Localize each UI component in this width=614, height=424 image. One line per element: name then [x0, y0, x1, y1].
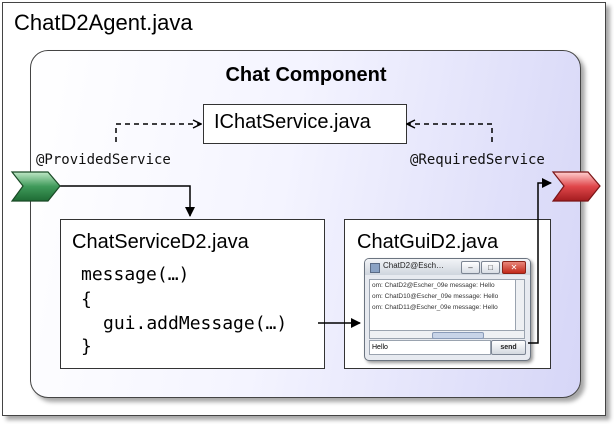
- required-port-connector: [528, 178, 552, 344]
- agent-title: ChatD2Agent.java: [14, 10, 193, 35]
- component-title: Chat Component: [225, 64, 387, 86]
- list-item: om: ChatD10@Escher_09e message: Hello: [372, 293, 499, 300]
- required-port-icon: [551, 171, 601, 202]
- code-line-add-message: gui.addMessage(…): [103, 313, 288, 334]
- provided-dashed-connector: [115, 124, 201, 142]
- service-box: [60, 219, 325, 369]
- list-item: om: ChatD11@Escher_09e message: Hello: [372, 304, 498, 311]
- required-service-annotation: @RequiredService: [410, 152, 545, 168]
- gui-title: ChatGuiD2.java: [357, 231, 499, 253]
- horizontal-scrollbar[interactable]: [369, 330, 525, 339]
- scrollbar-thumb[interactable]: [432, 332, 484, 339]
- list-item: om: ChatD2@Escher_09e message: Hello: [372, 282, 495, 289]
- code-line-message: message(…): [81, 264, 190, 285]
- interface-box: [203, 104, 407, 144]
- chat-gui-titlebar: ChatD2@Esch… – □ ✕: [365, 259, 530, 275]
- message-input[interactable]: Hello: [369, 340, 491, 355]
- provided-service-annotation: @ProvidedService: [36, 152, 171, 168]
- code-line-close-brace: }: [81, 336, 92, 357]
- app-icon: [370, 263, 380, 273]
- code-line-open-brace: {: [81, 289, 92, 310]
- service-title: ChatServiceD2.java: [72, 231, 249, 253]
- maximize-icon[interactable]: □: [481, 261, 500, 274]
- required-dashed-connector: [407, 124, 493, 142]
- minimize-icon[interactable]: –: [461, 261, 480, 274]
- interface-title: IChatService.java: [214, 111, 371, 133]
- provided-port-connector: [58, 185, 195, 217]
- send-button[interactable]: send: [491, 340, 526, 355]
- close-icon[interactable]: ✕: [502, 261, 526, 274]
- chat-gui-window-title: ChatD2@Esch…: [383, 261, 445, 270]
- provided-port-icon: [10, 171, 61, 202]
- chat-gui-window: ChatD2@Esch… – □ ✕ om: ChatD2@Escher_09e…: [364, 258, 531, 361]
